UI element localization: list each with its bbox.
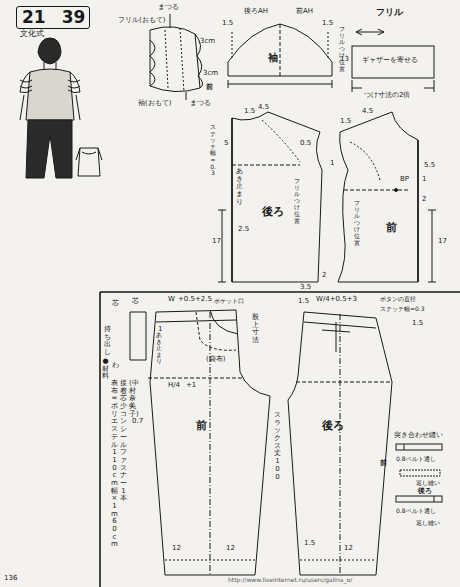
pattern-label: 持ち出し (104, 326, 111, 357)
pattern-label: 文化式 (20, 30, 44, 39)
pattern-label: 1.5 (340, 118, 351, 126)
pattern-label: W/4+0.5+3 (316, 296, 357, 304)
pattern-label: 1.5 (244, 108, 255, 116)
pattern-label: H/4 (168, 382, 180, 390)
pattern-label: 前 (386, 222, 397, 234)
pattern-label: 3cm (200, 38, 215, 46)
pattern-label: 1.5 (412, 320, 423, 328)
issue-number: 39 (62, 9, 86, 26)
pattern-label: 袖 (268, 52, 278, 63)
pattern-label: 芯 (132, 298, 139, 306)
pattern-label: 袖(おもて) (138, 100, 171, 108)
pattern-label: 1.5 (222, 20, 233, 28)
pattern-label: ボタンの直径 (380, 296, 416, 303)
section-frame (100, 292, 460, 587)
pattern-label: 芯 (112, 300, 119, 308)
pattern-label: 3cm (203, 70, 218, 78)
pattern-label: 突き合わせ縫い (394, 432, 443, 440)
pattern-label: +0.5+2.5 (178, 296, 212, 304)
fashion-figure (20, 38, 102, 178)
pattern-label: まつる (158, 4, 179, 12)
pattern-label: 5 (224, 140, 228, 148)
pattern-label: 1.5 (322, 20, 333, 28)
belt-loop-pieces (396, 444, 442, 502)
pattern-label: 12 (172, 545, 181, 553)
pattern-label: 後ろAH (244, 8, 268, 16)
pattern-label: フリル(おもて) (118, 17, 165, 25)
pattern-label: 136 (4, 575, 17, 583)
pattern-label: あき止まり (156, 332, 162, 365)
pattern-label: 17 (212, 238, 221, 246)
pattern-label: 12 (344, 545, 353, 553)
back-bodice-pattern (218, 112, 322, 282)
pattern-label: まつる (190, 100, 211, 108)
pattern-label: 0.8ベルト通し (396, 456, 436, 463)
sleeve-frill-sketch (150, 14, 203, 100)
pattern-label: 後ろ (322, 420, 344, 432)
pattern-label: 股上寸法 (252, 314, 259, 345)
pattern-label: 1.5 (298, 298, 309, 306)
pattern-label: BP (400, 176, 409, 184)
pattern-label: 表布=ポリエステル110cm幅×1m60cm (111, 380, 118, 549)
pattern-label: フリルつけ位置 (354, 200, 360, 246)
pattern-label: 0.5 (300, 140, 311, 148)
front-trouser-pattern (130, 310, 270, 575)
pattern-label: (中村奈美子) (129, 380, 136, 418)
pattern-label: ステッチ幅=0.3 (210, 124, 216, 177)
pattern-label: 4.5 (362, 108, 373, 116)
pattern-label: 1 (330, 160, 334, 168)
pattern-label: ●材料 (102, 358, 109, 381)
pattern-label: フリルつけ位置 (294, 178, 300, 224)
pattern-label: 接着芯少々、コンシールファスナー1本 (120, 380, 127, 503)
pattern-label: 3.5 (300, 284, 311, 292)
pattern-label: 返し縫い (416, 520, 440, 527)
pattern-label: +1 (186, 382, 196, 390)
pattern-label: スラックス丈100 (274, 412, 281, 481)
pattern-label: 前AH (296, 8, 313, 16)
pattern-label: 後ろ (262, 206, 284, 218)
pattern-label: 前 (206, 84, 213, 92)
pattern-label: W (168, 296, 175, 304)
issue-number-box: 21 39 (16, 6, 90, 29)
pattern-label: 5.5 (424, 162, 435, 170)
pattern-label: http://www.liveinternet.ru/users/galina_… (228, 577, 352, 584)
pattern-label: 1 (422, 176, 426, 184)
pattern-label: (袋布) (206, 356, 225, 364)
pattern-label: 1 (158, 326, 162, 334)
pattern-label: わ (112, 362, 119, 370)
front-bodice-pattern (338, 112, 436, 282)
pattern-label: 前 (380, 460, 387, 468)
pattern-label: フリルつけ位置 (339, 26, 345, 72)
pattern-label: 13 (340, 56, 349, 64)
pattern-label: ギャザーを寄せる (362, 57, 418, 65)
pattern-label: 12 (226, 545, 235, 553)
pattern-label: 4.5 (258, 104, 269, 112)
pattern-label: 0.8ベルト通し (396, 508, 436, 515)
pattern-label: ステッチ幅=0.3 (380, 306, 425, 313)
pattern-label: 返し縫い (416, 480, 440, 487)
sleeve-pattern (228, 24, 332, 88)
pattern-label: 後ろ (418, 488, 432, 496)
pattern-label: 17 (438, 238, 447, 246)
issue-number: 21 (22, 9, 46, 26)
pattern-label: ポケット口 (214, 298, 244, 305)
back-trouser-pattern (288, 312, 392, 575)
pattern-label: 2.5 (238, 226, 249, 234)
pattern-label: フリル (376, 8, 403, 18)
pattern-label: 前 (196, 420, 207, 432)
frill-pattern (352, 29, 434, 92)
pattern-label: 1.5 (304, 540, 315, 548)
pattern-label: つけ寸法の2倍 (364, 92, 410, 100)
pattern-label: 0.7 (132, 418, 143, 426)
pattern-label: あき止まり (236, 168, 243, 206)
pattern-label: 2 (422, 196, 426, 204)
pattern-label: 2 (322, 272, 326, 280)
